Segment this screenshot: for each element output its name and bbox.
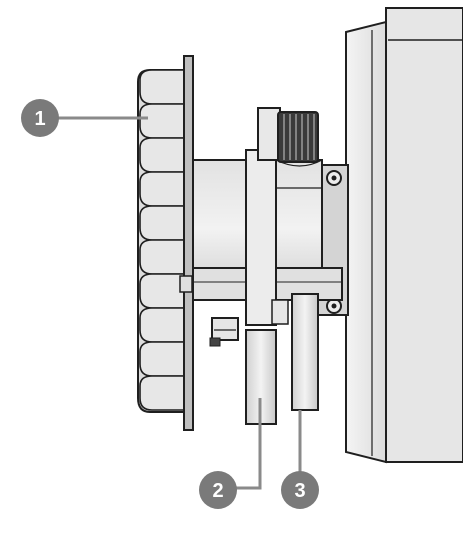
callout-2-label: 2 bbox=[212, 480, 223, 502]
callout-2: 2 bbox=[199, 471, 237, 509]
leader-lines bbox=[58, 116, 302, 490]
shaft-3 bbox=[291, 293, 319, 411]
callout-1: 1 bbox=[21, 99, 59, 137]
callout-3: 3 bbox=[281, 471, 319, 509]
callout-3-label: 3 bbox=[294, 480, 305, 502]
lens-barrel bbox=[191, 149, 343, 326]
camera-housing bbox=[345, 7, 463, 464]
adjust-knob bbox=[257, 107, 319, 163]
callout-1-label: 1 bbox=[34, 108, 45, 130]
shaft-2 bbox=[245, 329, 277, 425]
lower-clamp bbox=[209, 299, 289, 347]
ridged-front-ring bbox=[137, 55, 194, 431]
